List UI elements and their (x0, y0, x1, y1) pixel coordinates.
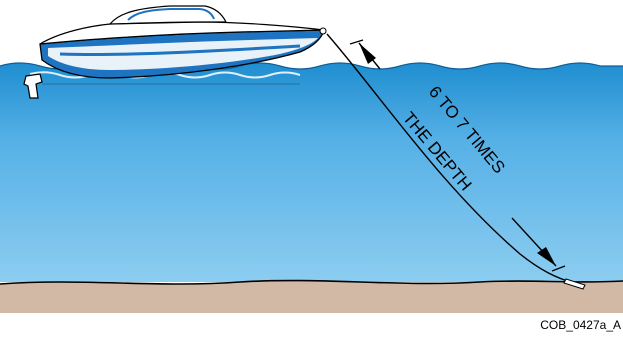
water (0, 63, 623, 282)
figure-code: COB_0427a_A (540, 318, 621, 332)
seabed (0, 281, 623, 313)
boat (24, 6, 326, 98)
